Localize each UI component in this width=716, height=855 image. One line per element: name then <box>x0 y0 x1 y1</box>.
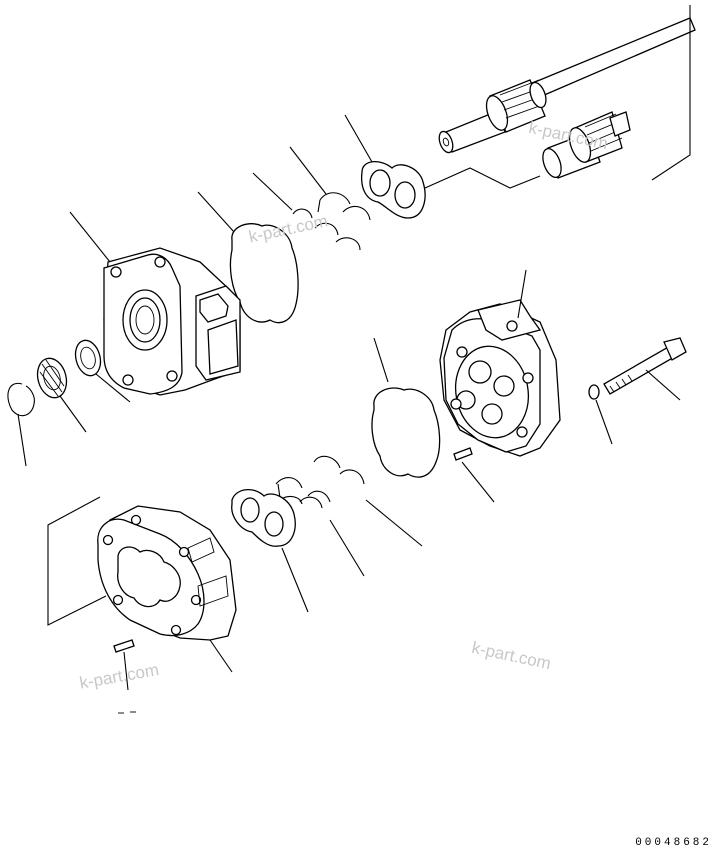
gasket-top <box>197 191 299 324</box>
snap-ring <box>7 382 35 467</box>
seal-rings-bottom <box>275 455 423 577</box>
gasket-middle <box>371 337 441 478</box>
drive-shaft <box>438 17 696 154</box>
figure-number: 00048682 <box>635 837 712 849</box>
gear-housing <box>97 505 237 673</box>
washer-left <box>74 339 131 403</box>
front-cover <box>69 211 241 396</box>
bushing-plate-top <box>344 114 426 219</box>
bolt <box>603 337 687 401</box>
shaft-bracket <box>424 5 691 189</box>
bushing-plate-bottom <box>231 489 309 613</box>
oil-seal <box>36 357 87 433</box>
small-marks <box>118 711 136 714</box>
washer-right <box>588 384 613 445</box>
housing-bracket <box>47 496 107 626</box>
seal-rings-top <box>252 146 371 251</box>
dowel-pin-bottom <box>113 639 135 691</box>
rear-cover <box>439 269 561 457</box>
dowel-pin-right <box>453 447 495 503</box>
driven-gear <box>542 111 631 179</box>
